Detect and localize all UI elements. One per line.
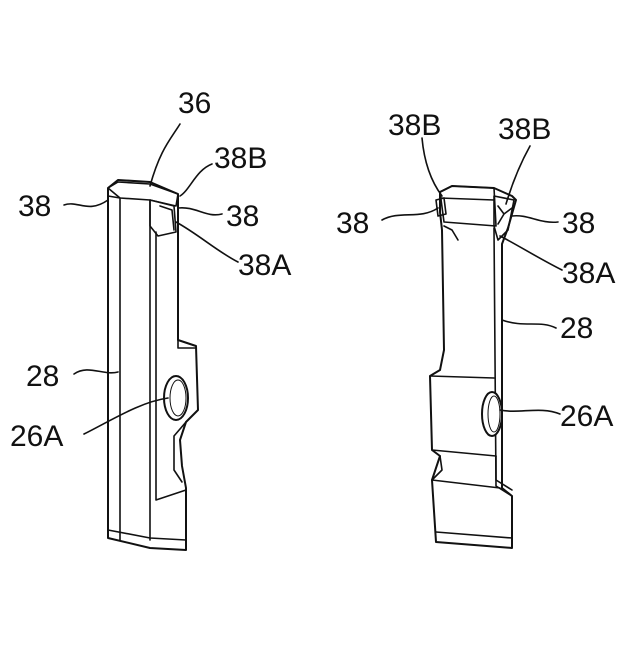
label-38-left-view-right: 38 — [226, 200, 259, 233]
left-view: 36 38 38B 38 38A 28 26A — [10, 87, 291, 550]
right-leader-38b-left — [422, 138, 442, 196]
label-38-left: 38 — [18, 190, 51, 223]
right-leader-38-right — [512, 216, 558, 223]
right-view: 38B 38B 38 38 38A 28 26A — [336, 109, 615, 548]
left-leader-38b — [180, 164, 212, 196]
right-leader-26a — [500, 410, 560, 414]
left-leader-38-left — [64, 200, 108, 206]
label-38-right-view-left: 38 — [336, 207, 369, 240]
right-leader-38a — [500, 236, 562, 270]
label-38b-left-view: 38B — [214, 142, 267, 175]
left-leader-38-right — [178, 208, 222, 215]
label-28-right-view: 28 — [560, 312, 593, 345]
label-38a-left-view: 38A — [238, 249, 291, 282]
label-36: 36 — [178, 87, 211, 120]
right-hole-26a — [482, 392, 502, 436]
label-38-right-view-right: 38 — [562, 207, 595, 240]
right-part-body — [430, 186, 516, 548]
left-leader-36 — [150, 124, 180, 186]
right-leader-38-left — [382, 208, 438, 220]
left-part-body — [108, 180, 198, 550]
label-38a-right-view: 38A — [562, 257, 615, 290]
right-leader-28 — [502, 320, 556, 328]
label-26a-right-view: 26A — [560, 400, 613, 433]
label-28-left-view: 28 — [26, 360, 59, 393]
label-38b-right-view-right: 38B — [498, 113, 551, 146]
label-38b-right-view-left: 38B — [388, 109, 441, 142]
label-26a-left-view: 26A — [10, 420, 63, 453]
